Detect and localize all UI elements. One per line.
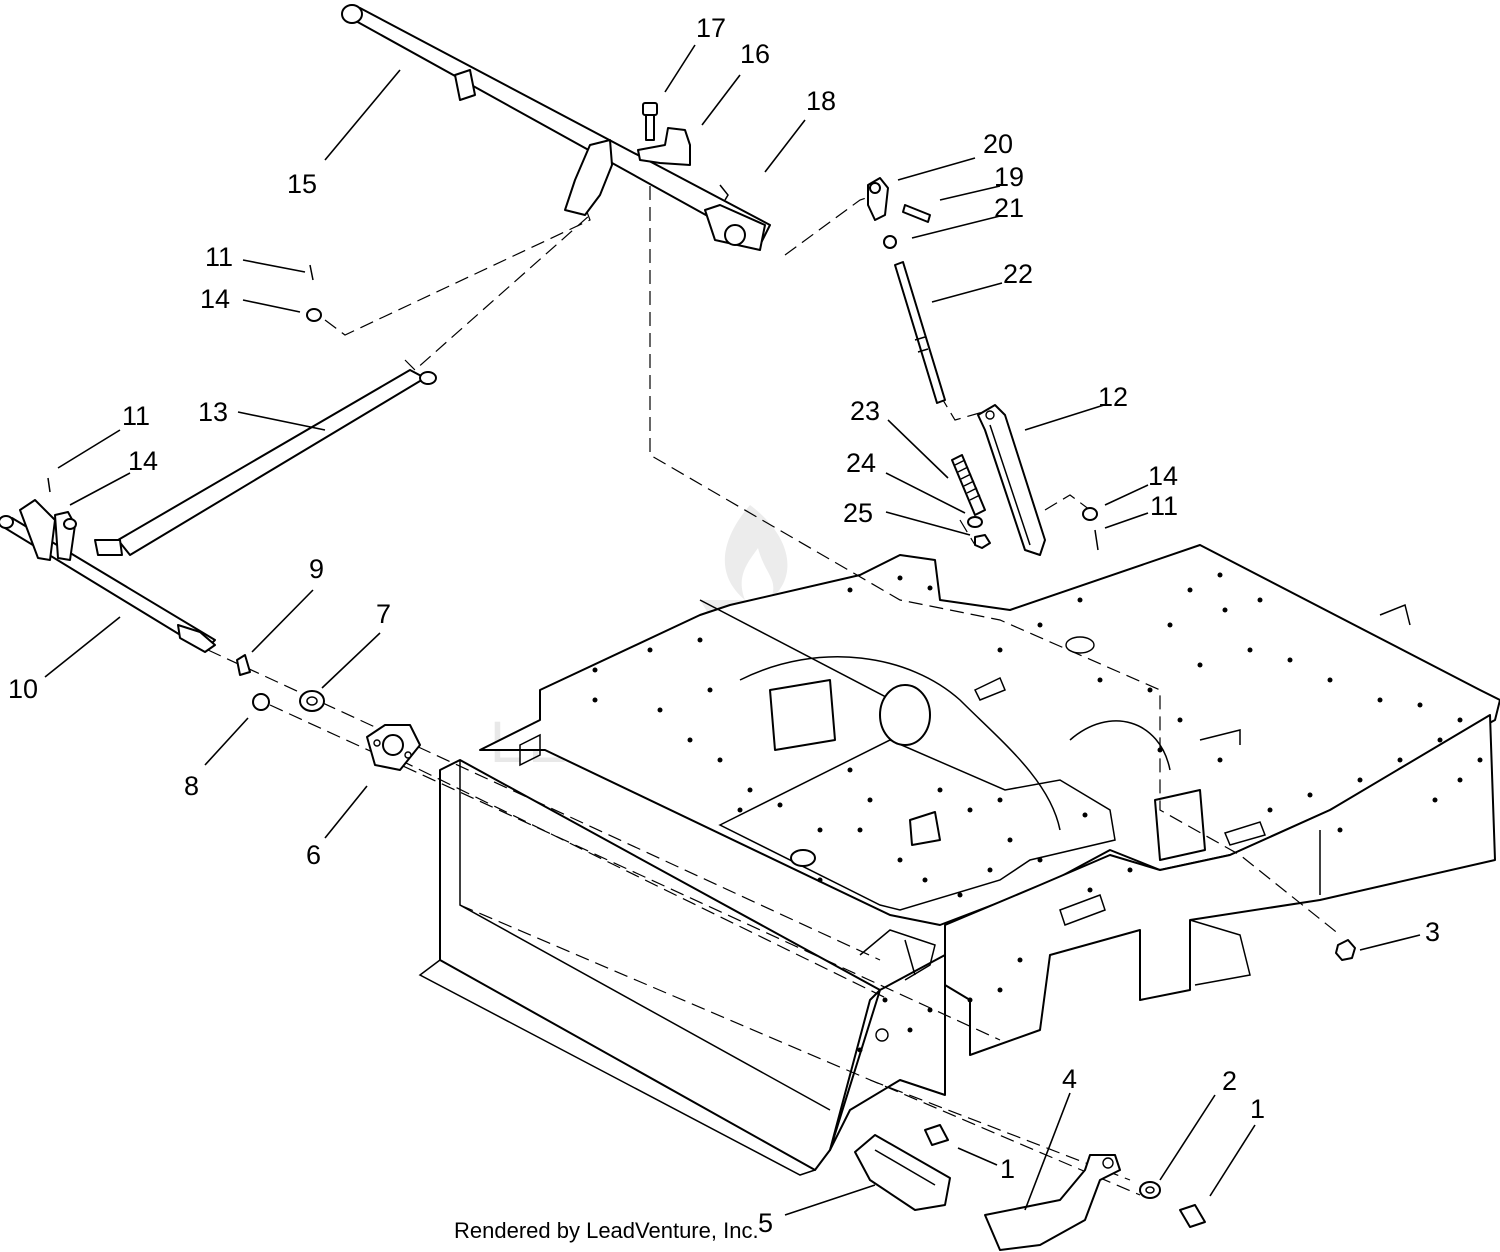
callout-24: 24 xyxy=(846,448,876,478)
watermark-flame-icon xyxy=(724,505,788,600)
part-25-nut xyxy=(974,534,991,549)
part-18-cotter-pin xyxy=(719,184,729,201)
part-16-clip xyxy=(637,127,691,166)
part-11-pin-left xyxy=(47,477,51,493)
chassis-frame xyxy=(418,544,1500,1176)
part-12-lever-arm xyxy=(977,404,1046,556)
callout-3: 3 xyxy=(1425,917,1440,947)
part-15-cross-shaft xyxy=(341,4,771,251)
callout-20: 20 xyxy=(983,129,1013,159)
callout-11-upper: 11 xyxy=(205,242,233,272)
callout-15: 15 xyxy=(287,169,317,199)
part-11-pin-right xyxy=(1094,529,1099,551)
callout-9: 9 xyxy=(309,554,324,584)
part-23-spring xyxy=(951,454,986,516)
part-5-pedal-pad xyxy=(854,1134,951,1211)
part-4-pedal-arm xyxy=(984,1154,1121,1251)
part-22-threaded-rod xyxy=(894,261,946,404)
callout-23: 23 xyxy=(850,396,880,426)
footer-credit: Rendered by LeadVenture, Inc. xyxy=(454,1218,759,1243)
part-17-bolt xyxy=(642,102,658,141)
part-19-clevis-pin xyxy=(902,204,931,223)
callout-10: 10 xyxy=(8,674,38,704)
callout-16: 16 xyxy=(740,39,770,69)
callout-labels: 17 16 18 15 20 19 21 22 11 14 13 11 14 1… xyxy=(8,13,1440,1238)
leader-lines xyxy=(44,44,1421,1216)
part-2-washer xyxy=(1139,1181,1161,1199)
part-20-clevis xyxy=(867,177,889,221)
callout-4: 4 xyxy=(1062,1064,1077,1094)
part-24-washer xyxy=(967,516,983,528)
callout-14-right: 14 xyxy=(1148,461,1178,491)
callout-1-upper: 1 xyxy=(1000,1154,1015,1184)
part-9-clip xyxy=(236,654,251,676)
callout-25: 25 xyxy=(843,498,873,528)
part-14-washer-left xyxy=(63,518,77,530)
callout-11-left: 11 xyxy=(122,401,150,431)
part-14-washer-right xyxy=(1082,507,1098,521)
part-8-bushing xyxy=(252,693,270,711)
part-6-flange-bearing xyxy=(366,724,421,771)
part-1-bolt-lower xyxy=(1179,1204,1206,1228)
part-14-washer-upper-left xyxy=(306,308,322,322)
callout-8: 8 xyxy=(184,771,199,801)
part-1-bolt-upper xyxy=(924,1124,949,1146)
part-3-nut xyxy=(1335,939,1356,961)
callout-11-right: 11 xyxy=(1150,491,1178,521)
callout-13: 13 xyxy=(198,397,228,427)
callout-22: 22 xyxy=(1003,259,1033,289)
callout-17: 17 xyxy=(696,13,726,43)
callout-14-upper: 14 xyxy=(200,284,230,314)
callout-1-lower: 1 xyxy=(1250,1094,1265,1124)
callout-6: 6 xyxy=(306,840,321,870)
callout-19: 19 xyxy=(994,162,1024,192)
part-7-washer xyxy=(299,690,325,712)
part-21-nut xyxy=(883,235,897,249)
callout-2: 2 xyxy=(1222,1066,1237,1096)
callout-21: 21 xyxy=(994,193,1024,223)
callout-5: 5 xyxy=(758,1208,773,1238)
part-11-pin-upper-left xyxy=(309,264,314,281)
callout-7: 7 xyxy=(376,599,391,629)
callout-14-left: 14 xyxy=(128,446,158,476)
callout-12: 12 xyxy=(1098,382,1128,412)
callout-18: 18 xyxy=(806,86,836,116)
